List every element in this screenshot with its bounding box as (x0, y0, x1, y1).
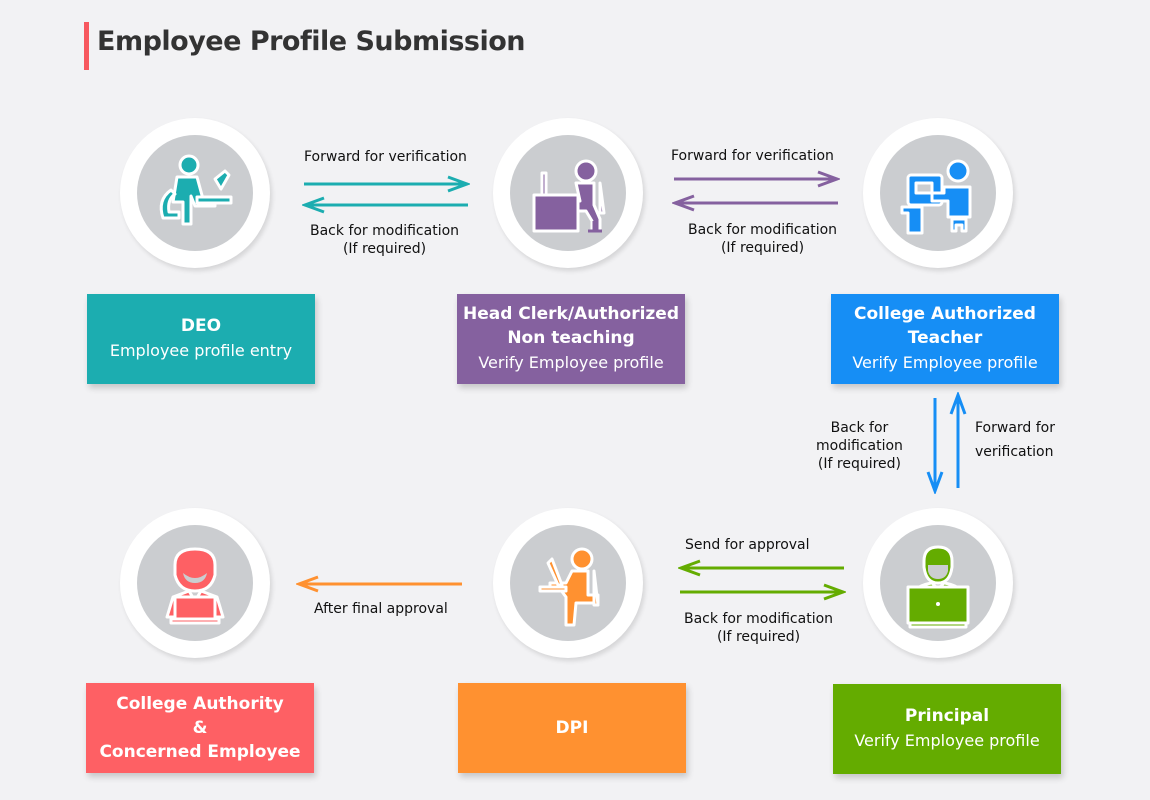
teacher-principal-forward-label: Forward for verification (975, 419, 1055, 461)
head-clerk-subtitle: Verify Employee profile (478, 353, 664, 372)
principal-box: Principal Verify Employee profile (833, 684, 1061, 774)
back-arrow-right (680, 583, 846, 601)
forward-arrow-up (949, 392, 967, 488)
back-label-line1: Back for modification (684, 611, 834, 627)
back-arrow-left (672, 194, 838, 212)
deo-head-back-label: Back for modification (If required) (310, 222, 459, 258)
back-label-line2: modification (816, 438, 903, 454)
employee-with-laptop-icon (165, 547, 225, 625)
deo-title: DEO (180, 316, 222, 336)
back-label-line2: (If required) (716, 629, 801, 645)
back-label-line1: Back for modification (310, 223, 460, 239)
teacher-subtitle: Verify Employee profile (852, 353, 1038, 372)
dpi-icon-circle (493, 508, 643, 658)
dpi-title: DPI (555, 718, 589, 738)
head-teacher-back-label: Back for modification (If required) (688, 221, 837, 257)
forward-label-line2: verification (975, 444, 1054, 460)
authority-icon-circle (120, 508, 270, 658)
person-at-desk-icon (532, 159, 606, 233)
teacher-principal-back-label: Back for modification (If required) (816, 419, 903, 473)
head-clerk-title-line2: Non teaching (507, 328, 635, 348)
person-at-laptop-icon (159, 154, 233, 226)
back-label-line1: Back for (830, 420, 889, 436)
deo-box: DEO Employee profile entry (87, 294, 315, 384)
head-clerk-box: Head Clerk/Authorized Non teaching Verif… (457, 294, 685, 384)
send-arrow-left (678, 559, 844, 577)
page-title: Employee Profile Submission (97, 26, 526, 57)
forward-label-line1: Forward for (975, 420, 1056, 436)
teacher-box: College Authorized Teacher Verify Employ… (831, 294, 1059, 384)
teacher-title-line1: College Authorized (854, 304, 1036, 324)
back-arrow-down (926, 398, 944, 494)
principal-subtitle: Verify Employee profile (854, 731, 1040, 750)
back-arrow-left (302, 196, 468, 214)
deo-subtitle: Employee profile entry (109, 341, 293, 360)
deo-head-forward-label: Forward for verification (304, 149, 467, 165)
back-label-line2: (If required) (342, 241, 427, 257)
head-clerk-title-line1: Head Clerk/Authorized (462, 304, 680, 324)
teacher-title-line2: Teacher (907, 328, 983, 348)
back-label-line2: (If required) (720, 240, 805, 256)
final-approval-arrow-left (296, 575, 462, 593)
authority-line2: & (192, 718, 208, 738)
principal-dpi-back-label: Back for modification (If required) (684, 610, 833, 646)
teacher-icon-circle (863, 118, 1013, 268)
head-teacher-forward-label: Forward for verification (671, 148, 834, 164)
authority-line3: Concerned Employee (99, 742, 301, 762)
authority-line1: College Authority (116, 694, 284, 714)
title-accent-bar (84, 22, 89, 70)
person-at-monitor-icon (538, 547, 600, 627)
principal-icon-circle (863, 508, 1013, 658)
person-at-computer-icon (900, 159, 972, 235)
head-clerk-icon-circle (493, 118, 643, 268)
forward-arrow-right (674, 170, 840, 188)
principal-dpi-send-label: Send for approval (685, 537, 810, 553)
deo-icon-circle (120, 118, 270, 268)
back-label-line1: Back for modification (688, 222, 838, 238)
dpi-authority-label: After final approval (314, 601, 448, 617)
principal-title: Principal (904, 706, 990, 726)
back-label-line3: (If required) (817, 456, 901, 472)
forward-arrow-right (304, 175, 470, 193)
authority-box: College Authority & Concerned Employee (86, 683, 314, 773)
manager-with-laptop-icon (906, 545, 970, 629)
dpi-box: DPI (458, 683, 686, 773)
